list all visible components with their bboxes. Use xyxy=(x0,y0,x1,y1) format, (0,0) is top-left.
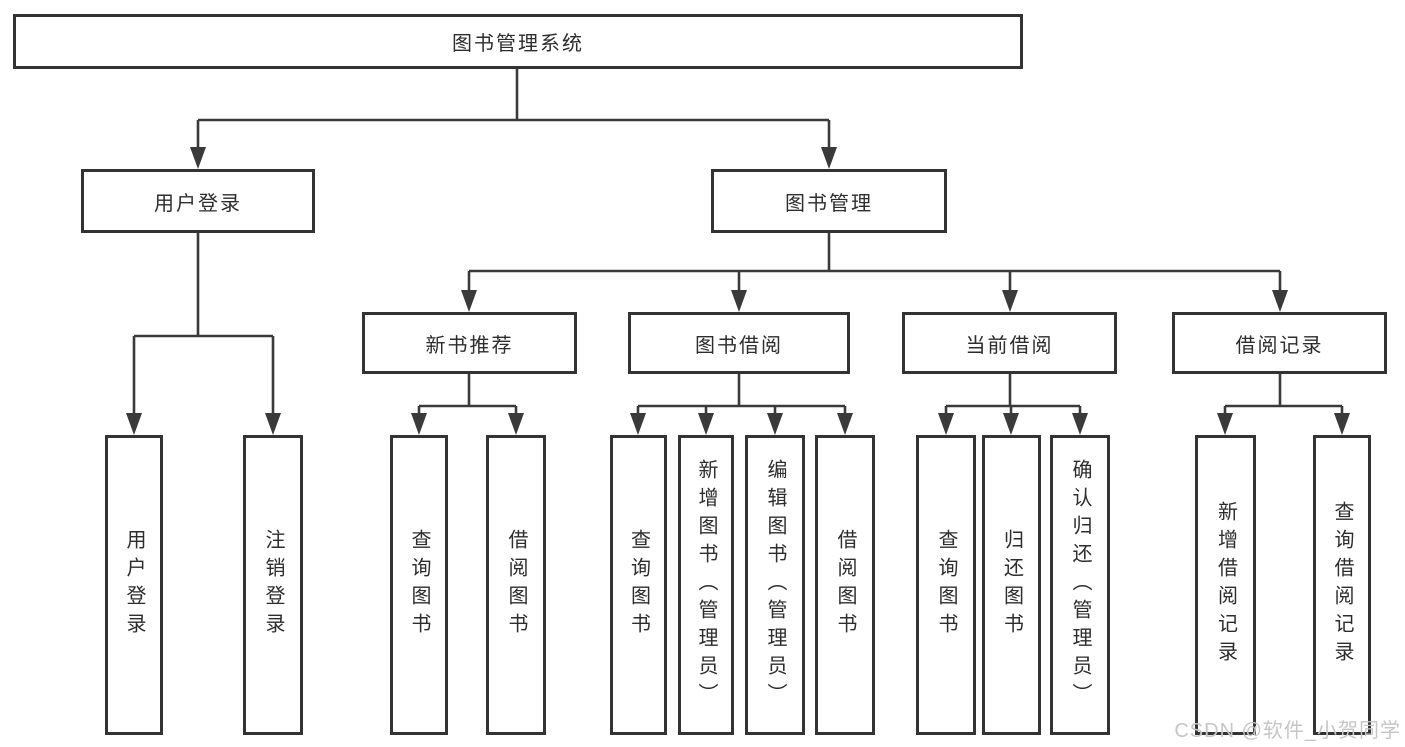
node-book-management: 图书管理 xyxy=(711,169,947,233)
node-book-borrowing: 图书借阅 xyxy=(628,312,850,374)
node-label: 查询借阅记录 xyxy=(1331,501,1353,669)
node-label: 借阅记录 xyxy=(1235,334,1324,357)
node-label: 编辑图书（管理员） xyxy=(764,459,786,711)
node-label: 当前借阅 xyxy=(965,334,1054,357)
node-label: 用户登录 xyxy=(123,529,145,641)
leaf-user-login: 用户登录 xyxy=(105,435,163,735)
node-label: 查询图书 xyxy=(408,529,430,641)
leaf-query-books-borrow: 查询图书 xyxy=(610,435,667,735)
node-label: 注销登录 xyxy=(262,529,284,641)
leaf-borrow-books-recommend: 借阅图书 xyxy=(486,435,546,735)
leaf-edit-books-admin: 编辑图书（管理员） xyxy=(745,435,805,735)
node-label: 归还图书 xyxy=(1000,529,1023,641)
node-user-login: 用户登录 xyxy=(81,169,315,233)
node-label: 新增借阅记录 xyxy=(1214,501,1237,669)
csdn-watermark: CSDN @软件_小贺同学 xyxy=(1174,720,1401,742)
leaf-confirm-return-admin: 确认归还（管理员） xyxy=(1050,435,1110,735)
leaf-borrow-books: 借阅图书 xyxy=(815,435,875,735)
node-label: 图书管理 xyxy=(785,192,873,215)
node-new-book-recommend: 新书推荐 xyxy=(362,312,577,374)
node-root-library-system: 图书管理系统 xyxy=(13,14,1023,69)
node-label: 用户登录 xyxy=(154,192,242,215)
node-label: 借阅图书 xyxy=(505,529,527,641)
node-label: 新增图书（管理员） xyxy=(695,459,717,711)
leaf-query-books-recommend: 查询图书 xyxy=(390,435,448,735)
node-label: 借阅图书 xyxy=(834,529,856,641)
node-label: 查询图书 xyxy=(935,529,957,641)
leaf-return-books: 归还图书 xyxy=(982,435,1041,735)
leaf-add-books-admin: 新增图书（管理员） xyxy=(678,435,734,735)
node-label: 新书推荐 xyxy=(425,334,514,357)
leaf-query-borrow-record: 查询借阅记录 xyxy=(1313,435,1371,735)
leaf-logout-login: 注销登录 xyxy=(243,435,303,735)
node-current-borrowing: 当前借阅 xyxy=(902,312,1117,374)
node-label: 图书借阅 xyxy=(695,334,783,357)
leaf-query-books-current: 查询图书 xyxy=(916,435,976,735)
node-label: 查询图书 xyxy=(627,529,650,641)
leaf-add-borrow-record: 新增借阅记录 xyxy=(1195,435,1256,735)
node-borrowing-records: 借阅记录 xyxy=(1172,312,1387,374)
node-label: 图书管理系统 xyxy=(452,33,584,55)
node-label: 确认归还（管理员） xyxy=(1069,459,1091,711)
